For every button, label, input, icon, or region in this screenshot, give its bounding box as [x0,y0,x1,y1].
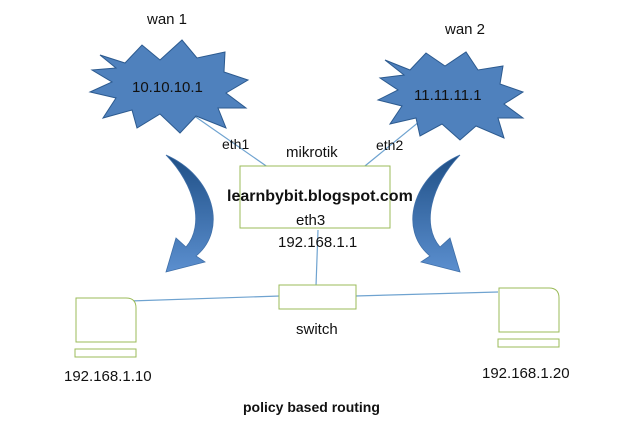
wan2-ip: 11.11.11.1 [414,87,482,104]
host-right-computer-icon [497,287,560,348]
host-right-ip: 192.168.1.20 [482,365,570,382]
switch-label: switch [296,321,338,338]
host-left-ip: 192.168.1.10 [64,368,152,385]
wan1-cloud-shape [88,39,250,134]
eth3-label: eth3 [296,212,326,229]
eth1-label: eth1 [222,136,250,152]
router-box [239,165,391,229]
link-router-switch [315,229,319,287]
router-lan-ip: 192.168.1.1 [278,234,358,251]
right-curved-arrow-icon [412,154,461,273]
watermark-text: learnbybit.blogspot.com [227,188,413,205]
left-curved-arrow-icon [165,154,214,273]
link-switch-left-host [129,295,281,302]
wan1-label: wan 1 [147,11,188,28]
diagram-caption: policy based routing [243,399,380,415]
link-switch-right-host [354,291,499,297]
host-left-base [74,348,137,358]
switch-box [278,284,357,310]
host-right-monitor [498,287,560,333]
host-right-base [497,338,560,348]
wan1-ip: 10.10.10.1 [132,79,203,96]
eth2-label: eth2 [376,137,404,153]
router-name: mikrotik [286,144,338,161]
wan2-cloud-shape [376,51,525,141]
host-left-computer-icon [74,297,137,358]
host-left-monitor [75,297,137,343]
wan2-label: wan 2 [445,21,486,38]
